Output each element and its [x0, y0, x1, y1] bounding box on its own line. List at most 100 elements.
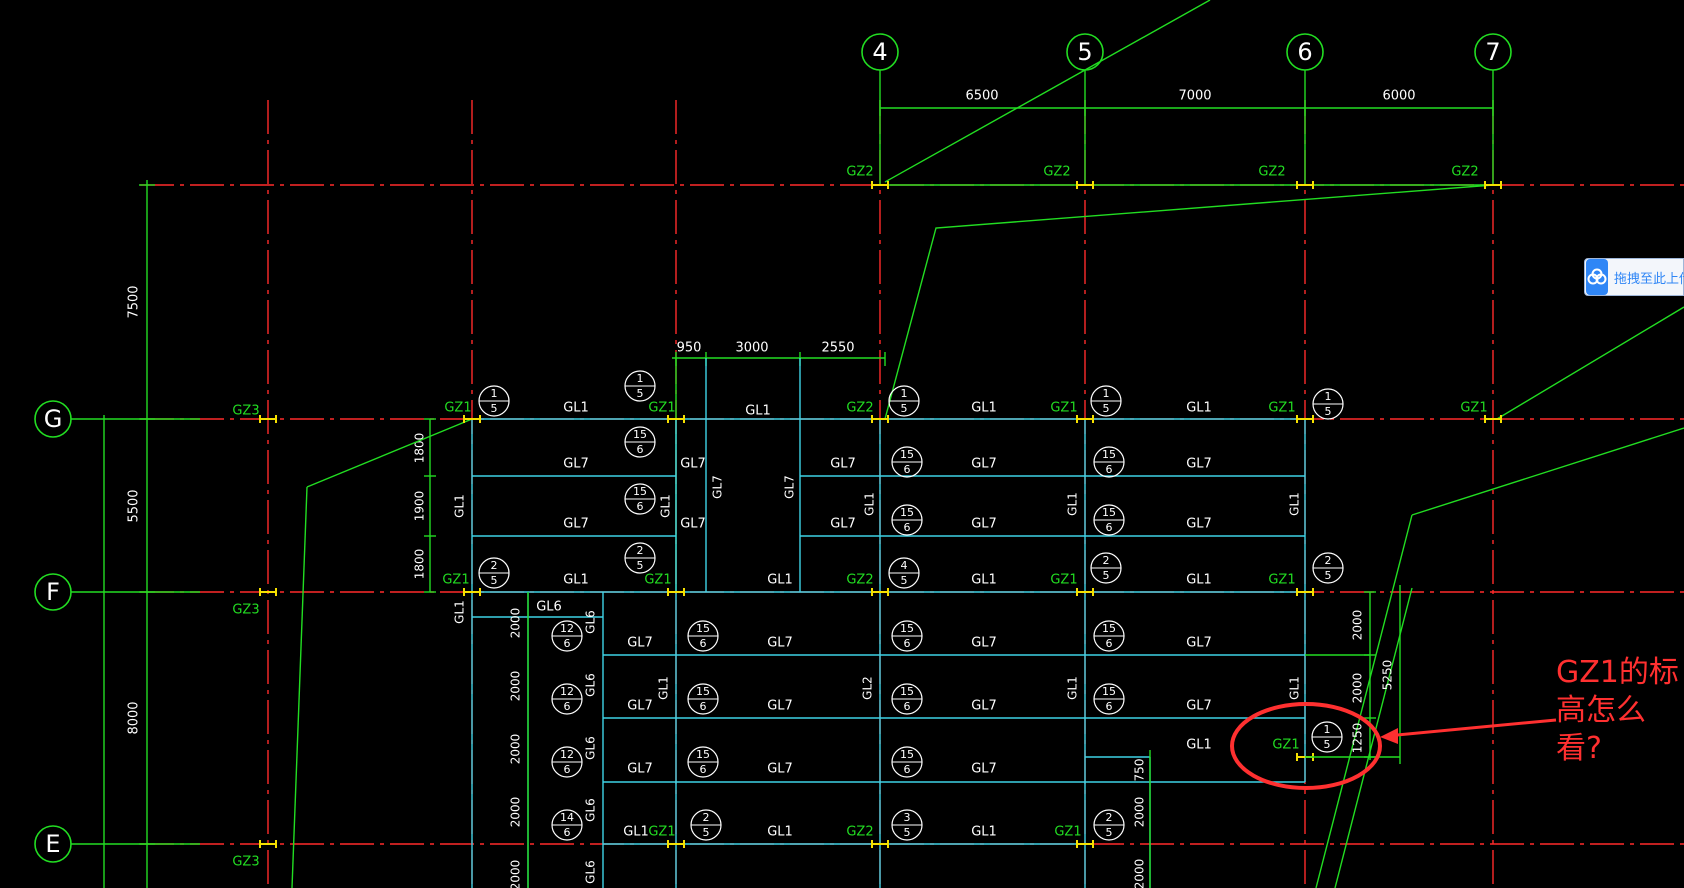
- section-sheet: 6: [700, 700, 707, 713]
- dimension-text: 5500: [127, 489, 142, 522]
- column-label: GZ1: [444, 401, 471, 416]
- beam-label: GL1: [745, 404, 771, 419]
- section-sheet: 6: [564, 826, 571, 839]
- annotation-line: 看?: [1556, 731, 1602, 766]
- section-number: 15: [900, 506, 914, 519]
- beam-label: GL7: [627, 699, 653, 714]
- section-sheet: 6: [904, 463, 911, 476]
- beam-label: GL1: [1186, 401, 1212, 416]
- dimension-text: 2550: [821, 341, 854, 356]
- beam-label: GL7: [767, 699, 793, 714]
- beam-label: GL1: [1186, 738, 1212, 753]
- reference-line: [884, 184, 1494, 420]
- section-sheet: 5: [901, 574, 908, 587]
- beam-label: GL7: [680, 517, 706, 532]
- beam-label: GL7: [767, 636, 793, 651]
- beam-label: GL1: [863, 492, 877, 516]
- dimension-text: 2000: [509, 671, 523, 702]
- section-sheet: 6: [904, 521, 911, 534]
- column-label: GZ1: [1460, 401, 1487, 416]
- section-number: 2: [491, 559, 498, 572]
- section-number: 15: [900, 685, 914, 698]
- dimension-text: 6500: [965, 89, 998, 104]
- beam-label: GL7: [783, 475, 797, 499]
- beam-label: GL1: [1288, 492, 1302, 516]
- section-sheet: 5: [1103, 569, 1110, 582]
- dimension-text: 1800: [413, 433, 427, 464]
- beam-label: GL1: [563, 401, 589, 416]
- section-number: 15: [633, 428, 647, 441]
- section-number: 15: [696, 748, 710, 761]
- column-label: GZ1: [1050, 573, 1077, 588]
- section-number: 1: [637, 372, 644, 385]
- section-sheet: 6: [904, 700, 911, 713]
- section-sheet: 5: [637, 387, 644, 400]
- column-label: GZ1: [1272, 738, 1299, 753]
- beam-label: GL1: [971, 401, 997, 416]
- section-number: 15: [900, 448, 914, 461]
- reference-line: [306, 418, 473, 488]
- column-label: GZ1: [442, 573, 469, 588]
- beam-label: GL7: [1186, 699, 1212, 714]
- beam-label: GL6: [584, 860, 598, 884]
- dimension-text: 6000: [1382, 89, 1415, 104]
- section-number: 15: [633, 485, 647, 498]
- column-label: GZ1: [1054, 825, 1081, 840]
- section-number: 4: [901, 559, 908, 572]
- reference-line: [1411, 427, 1684, 516]
- beam-label: GL6: [584, 673, 598, 697]
- question-annotation: GZ1的标 高怎么 看?: [1556, 654, 1684, 768]
- dimension-text: 1800: [413, 549, 427, 580]
- section-sheet: 6: [700, 637, 707, 650]
- beam-label: GL7: [830, 457, 856, 472]
- beam-label: GL1: [453, 600, 467, 624]
- column-label: GZ3: [232, 603, 259, 618]
- dimension-text: 7500: [127, 285, 142, 318]
- axis-label-column: 6: [1297, 38, 1312, 66]
- dimension-text: 750: [1133, 759, 1147, 782]
- axis-label-row: G: [44, 405, 63, 433]
- section-number: 1: [1324, 723, 1331, 736]
- dimension-text: 950: [677, 341, 702, 356]
- reference-line: [1496, 306, 1684, 420]
- section-sheet: 5: [1325, 569, 1332, 582]
- beam-label: GL7: [563, 457, 589, 472]
- beam-label: GL1: [1066, 492, 1080, 516]
- beam-label: GL7: [971, 699, 997, 714]
- annotation-arrow: [1385, 718, 1557, 738]
- section-number: 15: [1102, 506, 1116, 519]
- beam-label: GL1: [453, 494, 467, 518]
- reference-line: [1315, 514, 1413, 888]
- beam-label: GL1: [1066, 676, 1080, 700]
- dimension-text: 2000: [509, 797, 523, 828]
- beam-label: GL6: [584, 798, 598, 822]
- beam-label: GL7: [563, 517, 589, 532]
- annotation-line: 高怎么: [1556, 693, 1646, 728]
- section-sheet: 6: [700, 763, 707, 776]
- section-sheet: 6: [1106, 700, 1113, 713]
- section-number: 15: [1102, 685, 1116, 698]
- beam-label: GL6: [536, 600, 562, 615]
- column-label: GZ1: [648, 825, 675, 840]
- highlight-ellipse: [1230, 702, 1382, 790]
- section-number: 15: [1102, 622, 1116, 635]
- upload-drop-widget[interactable]: 拖拽至此上传: [1584, 258, 1684, 296]
- column-label: GZ1: [644, 573, 671, 588]
- beam-label: GL7: [767, 762, 793, 777]
- section-number: 2: [1103, 554, 1110, 567]
- section-sheet: 5: [637, 559, 644, 572]
- dimension-text: 1900: [413, 491, 427, 522]
- beam-label: GL1: [971, 825, 997, 840]
- dimension-text: 2000: [509, 608, 523, 639]
- column-label: GZ3: [232, 855, 259, 870]
- section-number: 12: [560, 685, 574, 698]
- axis-label-column: 4: [872, 38, 887, 66]
- section-sheet: 6: [564, 700, 571, 713]
- column-label: GZ2: [846, 401, 873, 416]
- column-label: GZ2: [846, 825, 873, 840]
- section-number: 15: [696, 685, 710, 698]
- beam-label: GL1: [1288, 676, 1302, 700]
- section-number: 1: [491, 387, 498, 400]
- section-number: 2: [703, 811, 710, 824]
